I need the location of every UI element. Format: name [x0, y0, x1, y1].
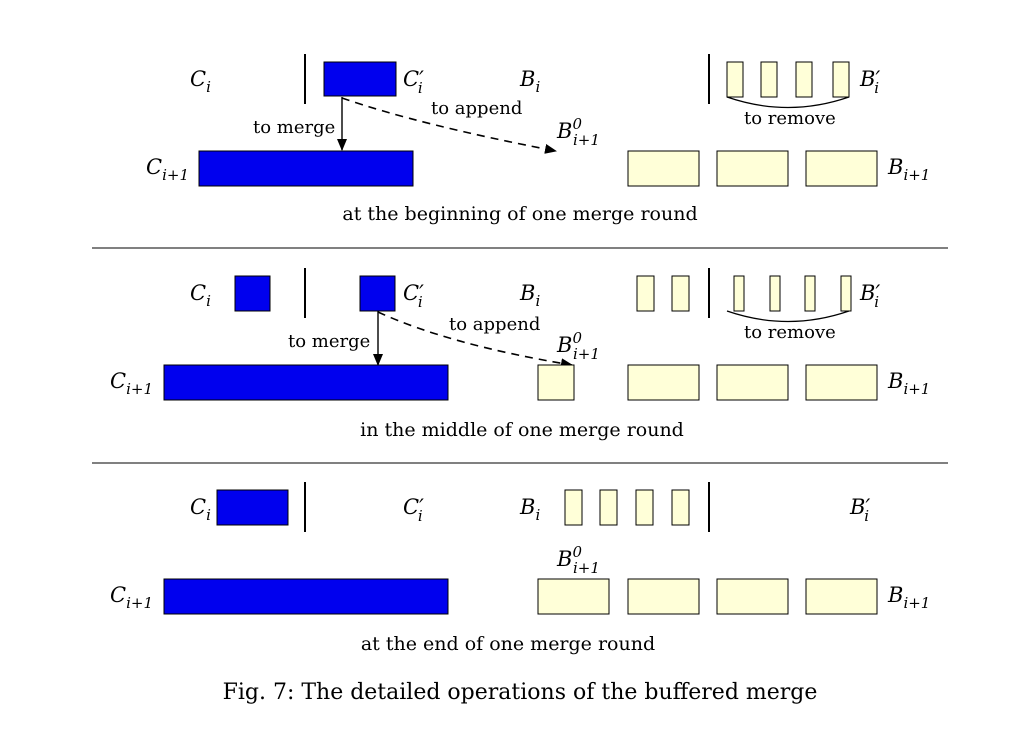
bi-prime-block: [840, 275, 852, 312]
remove-brace: [726, 96, 850, 109]
bi-label: Bi: [519, 67, 540, 96]
b0-block: [537, 364, 575, 401]
bi-block: [636, 275, 655, 312]
remove-brace: [726, 310, 850, 323]
bi-prime-label: B′i: [859, 281, 880, 311]
to-remove-label: to remove: [744, 108, 836, 129]
ci-block: [234, 275, 271, 312]
bi-block: [635, 489, 654, 526]
append-arrow: [341, 97, 557, 154]
ci1-label: Ci+1: [110, 369, 153, 398]
bi1-label: Bi+1: [887, 583, 930, 612]
panel-middle: Ci C′i Bi B′i to remove to merge to appe…: [110, 268, 930, 441]
ci-prime-label: C′i: [403, 67, 424, 97]
to-remove-label: to remove: [744, 322, 836, 343]
ci-label: Ci: [190, 495, 211, 524]
ci-prime-label: C′i: [403, 495, 424, 525]
figure-caption: Fig. 7: The detailed operations of the b…: [223, 680, 818, 705]
bi1-label: Bi+1: [887, 155, 930, 184]
bi-block: [564, 489, 583, 526]
ci1-block: [198, 150, 414, 187]
bi1-block: [627, 578, 700, 615]
bi-prime-block: [804, 275, 816, 312]
panel-beginning: Ci C′i Bi B′i to remove to merge to appe…: [146, 54, 930, 225]
bi1-block: [716, 364, 789, 401]
ci1-label: Ci+1: [146, 155, 189, 184]
bi-block: [671, 489, 690, 526]
to-append-label: to append: [431, 98, 522, 119]
to-merge-label: to merge: [288, 331, 370, 352]
ci1-block: [163, 364, 449, 401]
ci-prime-label: C′i: [403, 281, 424, 311]
bi-prime-block: [726, 61, 744, 98]
bi1-block: [716, 578, 789, 615]
to-append-label: to append: [449, 314, 540, 335]
bi-prime-block: [733, 275, 745, 312]
append-arrow: [377, 311, 573, 369]
ci-block: [216, 489, 289, 526]
bi-prime-label: B′i: [849, 495, 870, 525]
bi1-block: [716, 150, 789, 187]
ci1-label: Ci+1: [110, 583, 153, 612]
bi-label: Bi: [519, 495, 540, 524]
bi1-block: [805, 364, 878, 401]
ci-label: Ci: [190, 281, 211, 310]
bi-prime-block: [795, 61, 813, 98]
bi1-label: Bi+1: [887, 369, 930, 398]
bi-block: [671, 275, 690, 312]
bi1-block: [805, 578, 878, 615]
bi1-block: [627, 150, 700, 187]
to-merge-label: to merge: [253, 117, 335, 138]
ci-label: Ci: [190, 67, 211, 96]
bi1-block: [627, 364, 700, 401]
bi-prime-block: [760, 61, 778, 98]
panel-caption: in the middle of one merge round: [360, 419, 684, 441]
bi-block: [599, 489, 618, 526]
bi1-block: [537, 578, 610, 615]
ci-prime-block: [359, 275, 396, 312]
bi1-block: [805, 150, 878, 187]
bi-prime-block: [832, 61, 850, 98]
bi-label: Bi: [519, 281, 540, 310]
ci1-block: [163, 578, 449, 615]
panel-caption: at the beginning of one merge round: [342, 203, 697, 225]
bi-prime-block: [769, 275, 781, 312]
ci-prime-block: [323, 61, 397, 97]
bi-prime-label: B′i: [859, 67, 880, 97]
panel-caption: at the end of one merge round: [361, 633, 655, 655]
